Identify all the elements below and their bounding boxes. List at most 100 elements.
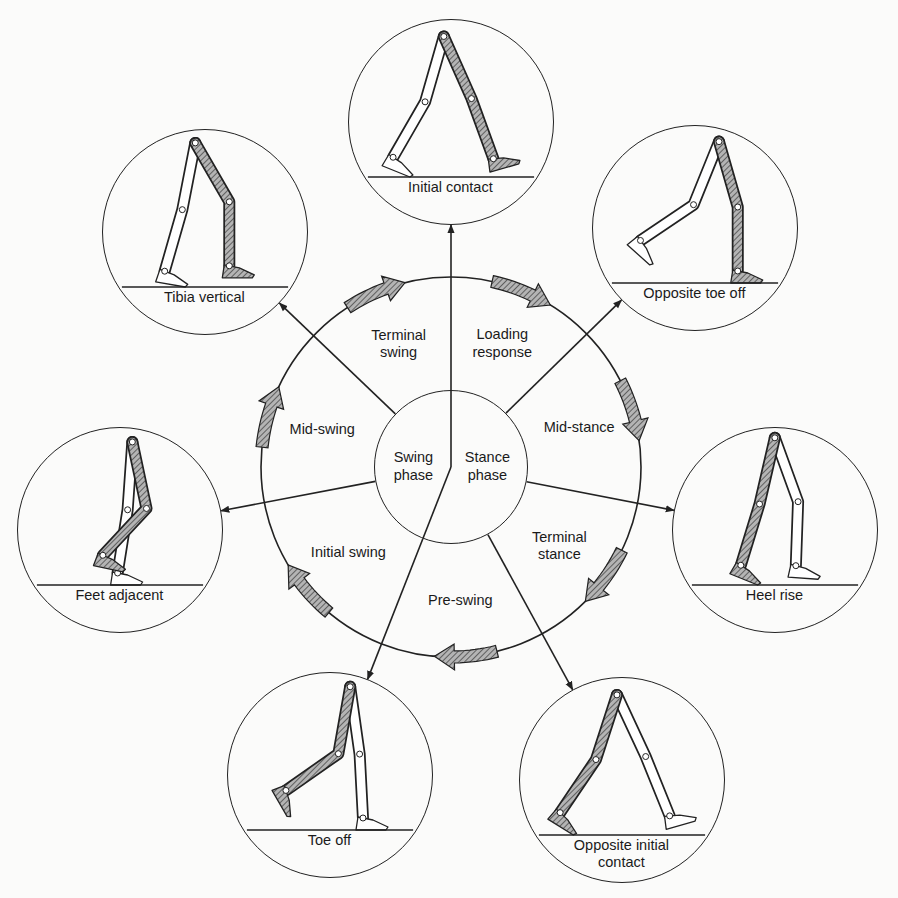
leg-outline	[118, 442, 133, 573]
leg-segment	[118, 442, 133, 573]
ground-line	[692, 584, 858, 586]
joint-dot	[716, 139, 722, 145]
foot-shape	[156, 269, 188, 287]
joint-dot	[347, 684, 353, 690]
event-name: Toe off	[308, 832, 351, 849]
joint-dot	[643, 754, 649, 760]
leg-outline	[103, 442, 147, 555]
phase-name: Swing phase	[382, 449, 444, 484]
leg-outline	[393, 36, 444, 157]
cycle-arrow	[491, 276, 550, 308]
ground-line	[539, 834, 705, 836]
leg-segment	[103, 442, 147, 555]
leg-segment	[444, 36, 494, 158]
ground-line	[37, 584, 203, 586]
leg-segment	[617, 695, 670, 816]
foot-shape	[548, 809, 577, 835]
cycle-arrow	[288, 565, 333, 617]
joint-dot	[637, 237, 643, 243]
leg-figure	[730, 435, 820, 585]
event-circle: Heel rise	[672, 427, 878, 633]
leg-figure	[627, 139, 763, 283]
leg-figure	[156, 140, 255, 287]
ground-line	[368, 176, 534, 178]
event-name: Heel rise	[746, 587, 803, 604]
leg-outline	[444, 36, 494, 158]
foot-shape	[272, 786, 291, 817]
cycle-arrow	[615, 378, 648, 441]
phase-label: Mid-stance	[544, 419, 615, 436]
event-circle: Opposite initial contact	[519, 677, 725, 883]
event-name: Opposite initial contact	[557, 837, 685, 870]
joint-dot	[441, 33, 447, 39]
joint-dot	[614, 692, 620, 698]
radial-arrow	[221, 481, 375, 510]
foot-shape	[94, 553, 126, 572]
foot-shape	[730, 562, 761, 585]
leg-outline	[617, 695, 670, 816]
leg-segment	[165, 143, 196, 271]
phase-label: Pre-swing	[428, 592, 492, 609]
leg-figure	[94, 439, 150, 585]
leg-outline	[195, 143, 229, 266]
leg-segment	[393, 36, 444, 157]
ground-line	[122, 286, 288, 288]
event-circle: Tibia vertical	[102, 129, 308, 335]
joint-dot	[772, 435, 778, 441]
cycle-arrow	[256, 387, 284, 448]
joint-dot	[490, 156, 496, 162]
leg-figure	[272, 684, 388, 830]
leg-outline	[560, 695, 617, 813]
leg-figure	[548, 692, 696, 835]
foot-shape	[627, 236, 653, 264]
joint-dot	[226, 199, 232, 205]
joint-dot	[422, 99, 428, 105]
event-circle: Initial contact	[348, 19, 554, 225]
joint-dot	[162, 268, 168, 274]
joint-dot	[129, 439, 135, 445]
joint-dot	[757, 501, 763, 507]
event-name: Tibia vertical	[164, 289, 245, 306]
joint-dot	[691, 202, 697, 208]
joint-dot	[357, 751, 363, 757]
joint-dot	[226, 263, 232, 269]
joint-dot	[593, 757, 599, 763]
joint-dot	[793, 563, 799, 569]
joint-dot	[468, 96, 474, 102]
cycle-arrow	[434, 644, 498, 670]
joint-dot	[283, 787, 289, 793]
joint-dot	[614, 692, 620, 698]
joint-dot	[125, 507, 131, 513]
cycle-arrow	[585, 548, 627, 602]
leg-outline	[640, 142, 719, 241]
event-circle: Feet adjacent	[17, 427, 223, 633]
phase-label: Terminal stance	[517, 528, 601, 563]
joint-dot	[360, 815, 366, 821]
joint-dot	[192, 140, 198, 146]
joint-dot	[192, 140, 198, 146]
joint-dot	[735, 268, 741, 274]
ground-line	[247, 829, 413, 831]
joint-dot	[557, 810, 563, 816]
joint-dot	[390, 154, 396, 160]
joint-dot	[735, 204, 741, 210]
event-name: Initial contact	[408, 179, 493, 196]
foot-shape	[382, 154, 413, 177]
leg-segment	[640, 142, 719, 241]
joint-dot	[795, 499, 801, 505]
leg-segment	[286, 687, 350, 791]
event-name: Opposite toe off	[643, 285, 745, 302]
leg-segment	[195, 143, 229, 266]
phase-label: Mid-swing	[290, 421, 355, 438]
leg-segment	[741, 438, 775, 565]
leg-outline	[741, 438, 775, 565]
cycle-arrow	[344, 276, 405, 312]
phase-label: Loading response	[460, 326, 544, 361]
radial-arrow	[450, 225, 452, 390]
joint-dot	[129, 439, 135, 445]
leg-outline	[165, 143, 196, 271]
ground-line	[612, 282, 778, 284]
leg-outline	[286, 687, 350, 791]
